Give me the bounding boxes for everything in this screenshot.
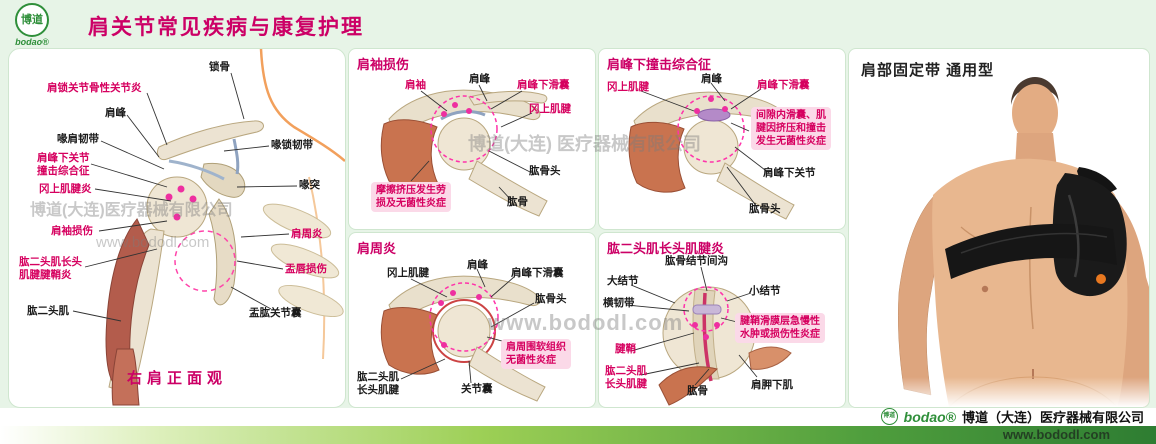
label-biceps: 肱二头肌: [27, 305, 69, 317]
label-supraspinatus-tendinitis: 冈上肌腱炎: [39, 183, 92, 195]
brand-seal-icon: 博道: [15, 3, 49, 37]
footer-company: 博道（大连）医疗器械有限公司: [961, 410, 1144, 425]
footer-url: www.bododl.com: [1002, 427, 1110, 442]
label-humeral-head: 肱骨头: [529, 165, 561, 177]
panel-rotator-cuff: 肩袖损伤 肩袖 肩峰 肩峰下滑囊 冈上肌腱 肱骨头 肱骨: [348, 48, 596, 230]
note-impingement-inflammation: 间隙内滑囊、肌 腱因挤压和撞击 发生无菌性炎症: [751, 107, 831, 150]
label-biceps-tenosynovitis: 肱二头肌长头 肌腱腱鞘炎: [19, 256, 82, 281]
label-supraspinatus-tendon: 冈上肌腱: [529, 103, 571, 115]
label-acromion: 肩峰: [467, 259, 488, 271]
label-humeral-head: 肱骨头: [749, 203, 781, 215]
label-humeral-head: 肱骨头: [535, 293, 567, 305]
note-friction-inflammation: 摩擦挤压发生劳 损及无菌性炎症: [371, 182, 451, 212]
footer-seal-icon: 博道: [880, 408, 898, 425]
label-humerus: 肱骨: [507, 196, 528, 208]
panel-product: 肩部固定带 通用型: [848, 48, 1150, 408]
label-labrum-injury: 盂唇损伤: [285, 263, 327, 275]
label-lesser-tubercle: 小结节: [749, 285, 781, 297]
note-periarthritis-inflammation: 肩周围软组织 无菌性炎症: [501, 339, 571, 369]
rotator-cuff-illustration: [380, 84, 548, 217]
panel-biceps-tendinitis: 肱二头肌长头肌腱炎 肱骨结节间沟 大结节 小结节: [598, 232, 846, 408]
label-joint-capsule: 关节囊: [461, 383, 493, 395]
footer-wordmark: bodao®: [903, 408, 956, 425]
label-tendon-sheath: 腱鞘: [615, 343, 636, 355]
label-transverse-ligament: 横韧带: [603, 297, 635, 309]
label-impingement-syndrome: 肩峰下关节 撞击综合征: [37, 152, 90, 177]
label-rotator-cuff-injury: 肩袖损伤: [51, 225, 93, 237]
label-supraspinatus-tendon: 冈上肌腱: [387, 267, 429, 279]
impingement-illustration: [628, 82, 795, 220]
label-frozen-shoulder: 肩周炎: [291, 228, 323, 240]
panel-title: 肩峰下撞击综合征: [607, 57, 712, 72]
panel-title: 肱二头肌长头肌腱炎: [607, 241, 725, 256]
footer-info: 博道 bodao® 博道（大连）医疗器械有限公司 www.bododl.com: [880, 407, 1144, 442]
frozen-shoulder-illustration: [380, 268, 546, 402]
label-glenohumeral-capsule: 盂肱关节囊: [249, 307, 302, 319]
brand-wordmark: bodao®: [15, 37, 49, 47]
label-coracoid: 喙突: [299, 179, 320, 191]
note-tenosynovitis-inflammation: 腱鞘滑膜层急慢性 水肿或损伤性炎症: [735, 313, 825, 343]
label-ac-osteoarthritis: 肩锁关节骨性关节炎: [47, 82, 142, 94]
panel-impingement: 肩峰下撞击综合征 冈上肌腱 肩峰 肩峰下滑囊 间隙内滑囊、肌 腱因挤压和撞击 发…: [598, 48, 846, 230]
leader-lines: [72, 72, 298, 322]
label-subscapularis: 肩胛下肌: [751, 379, 793, 391]
label-coracoacromial-ligament: 喙肩韧带: [57, 133, 99, 145]
label-acromion: 肩峰: [105, 107, 126, 119]
shoulder-anatomy-illustration: [72, 49, 345, 406]
product-title: 肩部固定带 通用型: [861, 62, 995, 79]
page-title: 肩关节常见疾病与康复护理: [88, 16, 364, 39]
label-bicipital-groove: 肱骨结节间沟: [665, 255, 728, 267]
panel-title: 肩袖损伤: [357, 57, 410, 72]
label-subacromial-bursa: 肩峰下滑囊: [757, 79, 810, 91]
label-biceps-long-head-tendon: 肱二头肌 长头肌腱: [357, 371, 399, 396]
panel-title: 肩周炎: [357, 241, 397, 256]
label-coracoclavicular-ligament: 喙锁韧带: [271, 139, 313, 151]
label-subacromial-bursa: 肩峰下滑囊: [511, 267, 564, 279]
label-clavicle: 锁骨: [209, 61, 230, 73]
label-humerus: 肱骨: [687, 385, 708, 397]
ribs: [262, 203, 344, 318]
panel-shoulder-anatomy: 锁骨 肩锁关节骨性关节炎 肩峰 喙肩韧带 肩峰下关节 撞击综合征 冈上肌腱炎 肩…: [8, 48, 346, 408]
panel-frozen-shoulder: 肩周炎 冈上肌腱 肩峰 肩峰下滑囊 肱骨头 肩周围软组织 无菌性炎症 肱二头肌: [348, 232, 596, 408]
product-photo: [849, 77, 1149, 407]
label-rotator-cuff: 肩袖: [405, 79, 426, 91]
label-acromion: 肩峰: [469, 73, 490, 85]
brand-logo: 博道 bodao®: [10, 3, 54, 47]
label-greater-tubercle: 大结节: [607, 275, 639, 287]
label-subacromial-bursa: 肩峰下滑囊: [517, 79, 570, 91]
label-subacromial-joint: 肩峰下关节: [763, 167, 816, 179]
footer-gradient-bar: [0, 426, 1156, 444]
label-acromion: 肩峰: [701, 73, 722, 85]
label-supraspinatus-tendon: 冈上肌腱: [607, 81, 649, 93]
label-biceps-long-head-tendon: 肱二头肌 长头肌腱: [605, 365, 647, 390]
anatomy-caption: 右肩正面观: [126, 370, 227, 387]
